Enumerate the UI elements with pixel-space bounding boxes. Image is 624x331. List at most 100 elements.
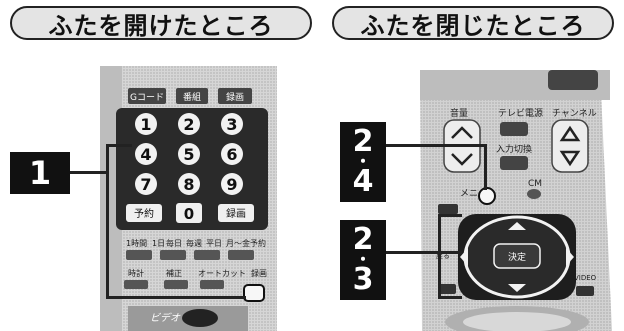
band-label-3: 毎日 [166,238,182,248]
confirm-button[interactable] [218,204,254,222]
leader-1-top [106,144,132,147]
small-right-lower-button[interactable] [576,286,594,296]
channel-label: チャンネル [552,108,597,119]
step-marker-2-4-sep: ・ [354,152,371,172]
small-left-lower-button[interactable] [438,284,456,294]
step-marker-2-4-first: 2 [352,124,374,160]
back-label: 戻る [436,251,450,260]
fix-button[interactable] [164,280,188,289]
band-label-4: 毎週 [186,238,202,248]
key-7[interactable] [135,173,157,195]
key-4[interactable] [135,143,157,165]
band-button-1[interactable] [126,250,152,260]
menu-button-highlight[interactable] [478,187,496,205]
tv-power-label: テレビ電源 [498,108,543,119]
band-button-3[interactable] [194,250,220,260]
reserve-button[interactable] [126,204,162,222]
power-button[interactable] [548,70,598,90]
clock-label: 時計 [128,268,144,278]
key-6[interactable] [221,143,243,165]
leader-24-vertical [484,144,487,190]
step-marker-2-4: 2 ・ 4 [340,122,386,202]
header-open-lid: ふたを開けたところ [10,6,312,40]
step-marker-2-3-first: 2 [352,222,374,258]
dpad-left-arrow[interactable] [460,248,468,266]
enter-button[interactable] [493,243,541,269]
keypad-panel [116,108,268,230]
video-label: ビデオ [150,312,181,324]
key-1-label: 1 [140,115,151,134]
program-button-label: 番組 [183,91,201,103]
leader-1-vertical [106,144,109,299]
key-9-label: 9 [226,175,237,194]
leader-1-bottom [106,296,246,299]
key-7-label: 7 [140,175,151,194]
tv-power-button[interactable] [500,122,528,136]
leader-23-bottom [438,296,462,299]
fix-label: 補正 [166,268,182,278]
small-left-button[interactable] [438,204,458,214]
key-9[interactable] [221,173,243,195]
band-labels: 1時間 1日 毎日 毎週 平日 月〜金 予約 [126,238,266,248]
band-label-6: 月〜金 [226,238,250,248]
video-button[interactable] [182,309,218,327]
channel-rocker[interactable] [551,119,589,173]
band-label-2: 1日 [152,239,165,248]
video-right-label: VIDEO [574,274,597,282]
step-marker-2-3-second: 3 [352,261,374,297]
volume-label: 音量 [450,107,468,119]
step-marker-1: 1 [10,152,70,194]
dpad-down-arrow[interactable] [508,284,526,292]
input-switch-button[interactable] [500,156,528,170]
leader-23-horizontal [386,251,462,254]
band-button-2[interactable] [160,250,186,260]
autocut-button[interactable] [200,280,224,289]
remote-closed-bottom-inner [463,312,571,331]
step-marker-2-3: 2 ・ 3 [340,220,386,300]
keypad-bottom-row: 予約 0 録画 [126,203,254,223]
record-button-highlight[interactable] [243,284,265,302]
key-1[interactable] [135,113,157,135]
key-3[interactable] [221,113,243,135]
band-label-5: 平日 [206,239,222,248]
leader-23-vertical [438,214,441,298]
header-closed-lid-label: ふたを閉じたところ [360,11,586,40]
key-0[interactable] [176,203,202,223]
key-2-label: 2 [183,115,194,134]
enter-label: 決定 [508,251,526,263]
cm-label: CM [528,179,542,189]
leader-1-horizontal [70,171,108,174]
header-open-lid-label: ふたを開けたところ [48,11,274,40]
dpad-up-arrow[interactable] [508,222,526,230]
program-button[interactable] [176,88,208,104]
autocut-label: オートカット [198,269,246,278]
dpad-right-arrow[interactable] [566,248,574,266]
key-5-label: 5 [183,145,194,164]
reserve-button-label: 予約 [134,207,154,220]
step-marker-1-text: 1 [28,154,52,192]
band-label-1: 1時間 [126,239,147,248]
record-lower-label: 録画 [251,268,267,278]
key-4-label: 4 [140,145,151,164]
key-6-label: 6 [226,145,237,164]
record-top-button[interactable] [218,88,252,104]
key-8-label: 8 [183,175,194,194]
dpad: 決定 [458,214,576,300]
key-5[interactable] [178,143,200,165]
key-8[interactable] [178,173,200,195]
gcode-button[interactable] [128,88,166,104]
step-marker-2-3-sep: ・ [354,250,371,270]
band-buttons [126,250,254,260]
menu-label: メニュー [460,189,496,199]
clock-button[interactable] [124,280,148,289]
step-marker-2-4-second: 4 [352,163,374,199]
cm-button[interactable] [527,189,541,199]
key-2[interactable] [178,113,200,135]
keypad-digits: 1 2 3 4 5 6 7 8 9 [135,113,243,195]
gcode-button-label: Gコード [130,93,164,103]
leader-23-top [438,214,462,217]
band-button-4[interactable] [228,250,254,260]
header-closed-lid: ふたを閉じたところ [332,6,614,40]
